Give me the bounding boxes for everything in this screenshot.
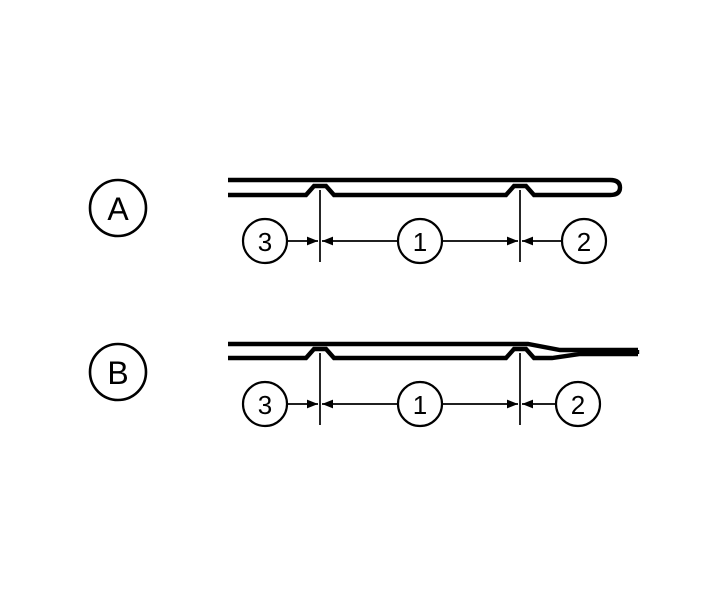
callout-b-2-text: 2	[571, 390, 585, 420]
callout-b-1-text: 1	[413, 390, 427, 420]
variant-label-a: A	[88, 178, 148, 238]
callout-a-3-text: 3	[258, 227, 272, 257]
part-a-lower-edge-with-bumps	[228, 183, 610, 198]
variant-label-a-text: A	[107, 191, 129, 227]
callout-b-3-circle	[241, 380, 289, 428]
callout-b-3-text: 3	[258, 390, 272, 420]
callout-a-1-text: 1	[413, 227, 427, 257]
callout-a-3: 3	[241, 217, 289, 265]
variant-label-b-text: B	[107, 355, 128, 391]
callout-a-3-circle	[241, 217, 289, 265]
callout-b-1: 1	[396, 380, 444, 428]
callout-a-1-circle	[396, 217, 444, 265]
callout-a-2-circle	[560, 217, 608, 265]
part-a-rounded-end	[609, 177, 623, 198]
callout-a-2-text: 2	[577, 227, 591, 257]
callout-b-3: 3	[241, 380, 289, 428]
callout-b-1-circle	[396, 380, 444, 428]
part-b-upper-edge	[228, 341, 638, 353]
callout-a-1: 1	[396, 217, 444, 265]
part-b-lower-edge-with-bumps	[228, 346, 638, 361]
callout-b-2: 2	[554, 380, 602, 428]
variant-b-group: B 3	[88, 341, 640, 428]
callout-b-2-circle	[554, 380, 602, 428]
variant-label-a-circle	[88, 178, 148, 238]
variant-label-b-circle	[88, 342, 148, 402]
variant-a-group: A 3	[88, 177, 623, 265]
callout-a-2: 2	[560, 217, 608, 265]
variant-label-b: B	[88, 342, 148, 402]
